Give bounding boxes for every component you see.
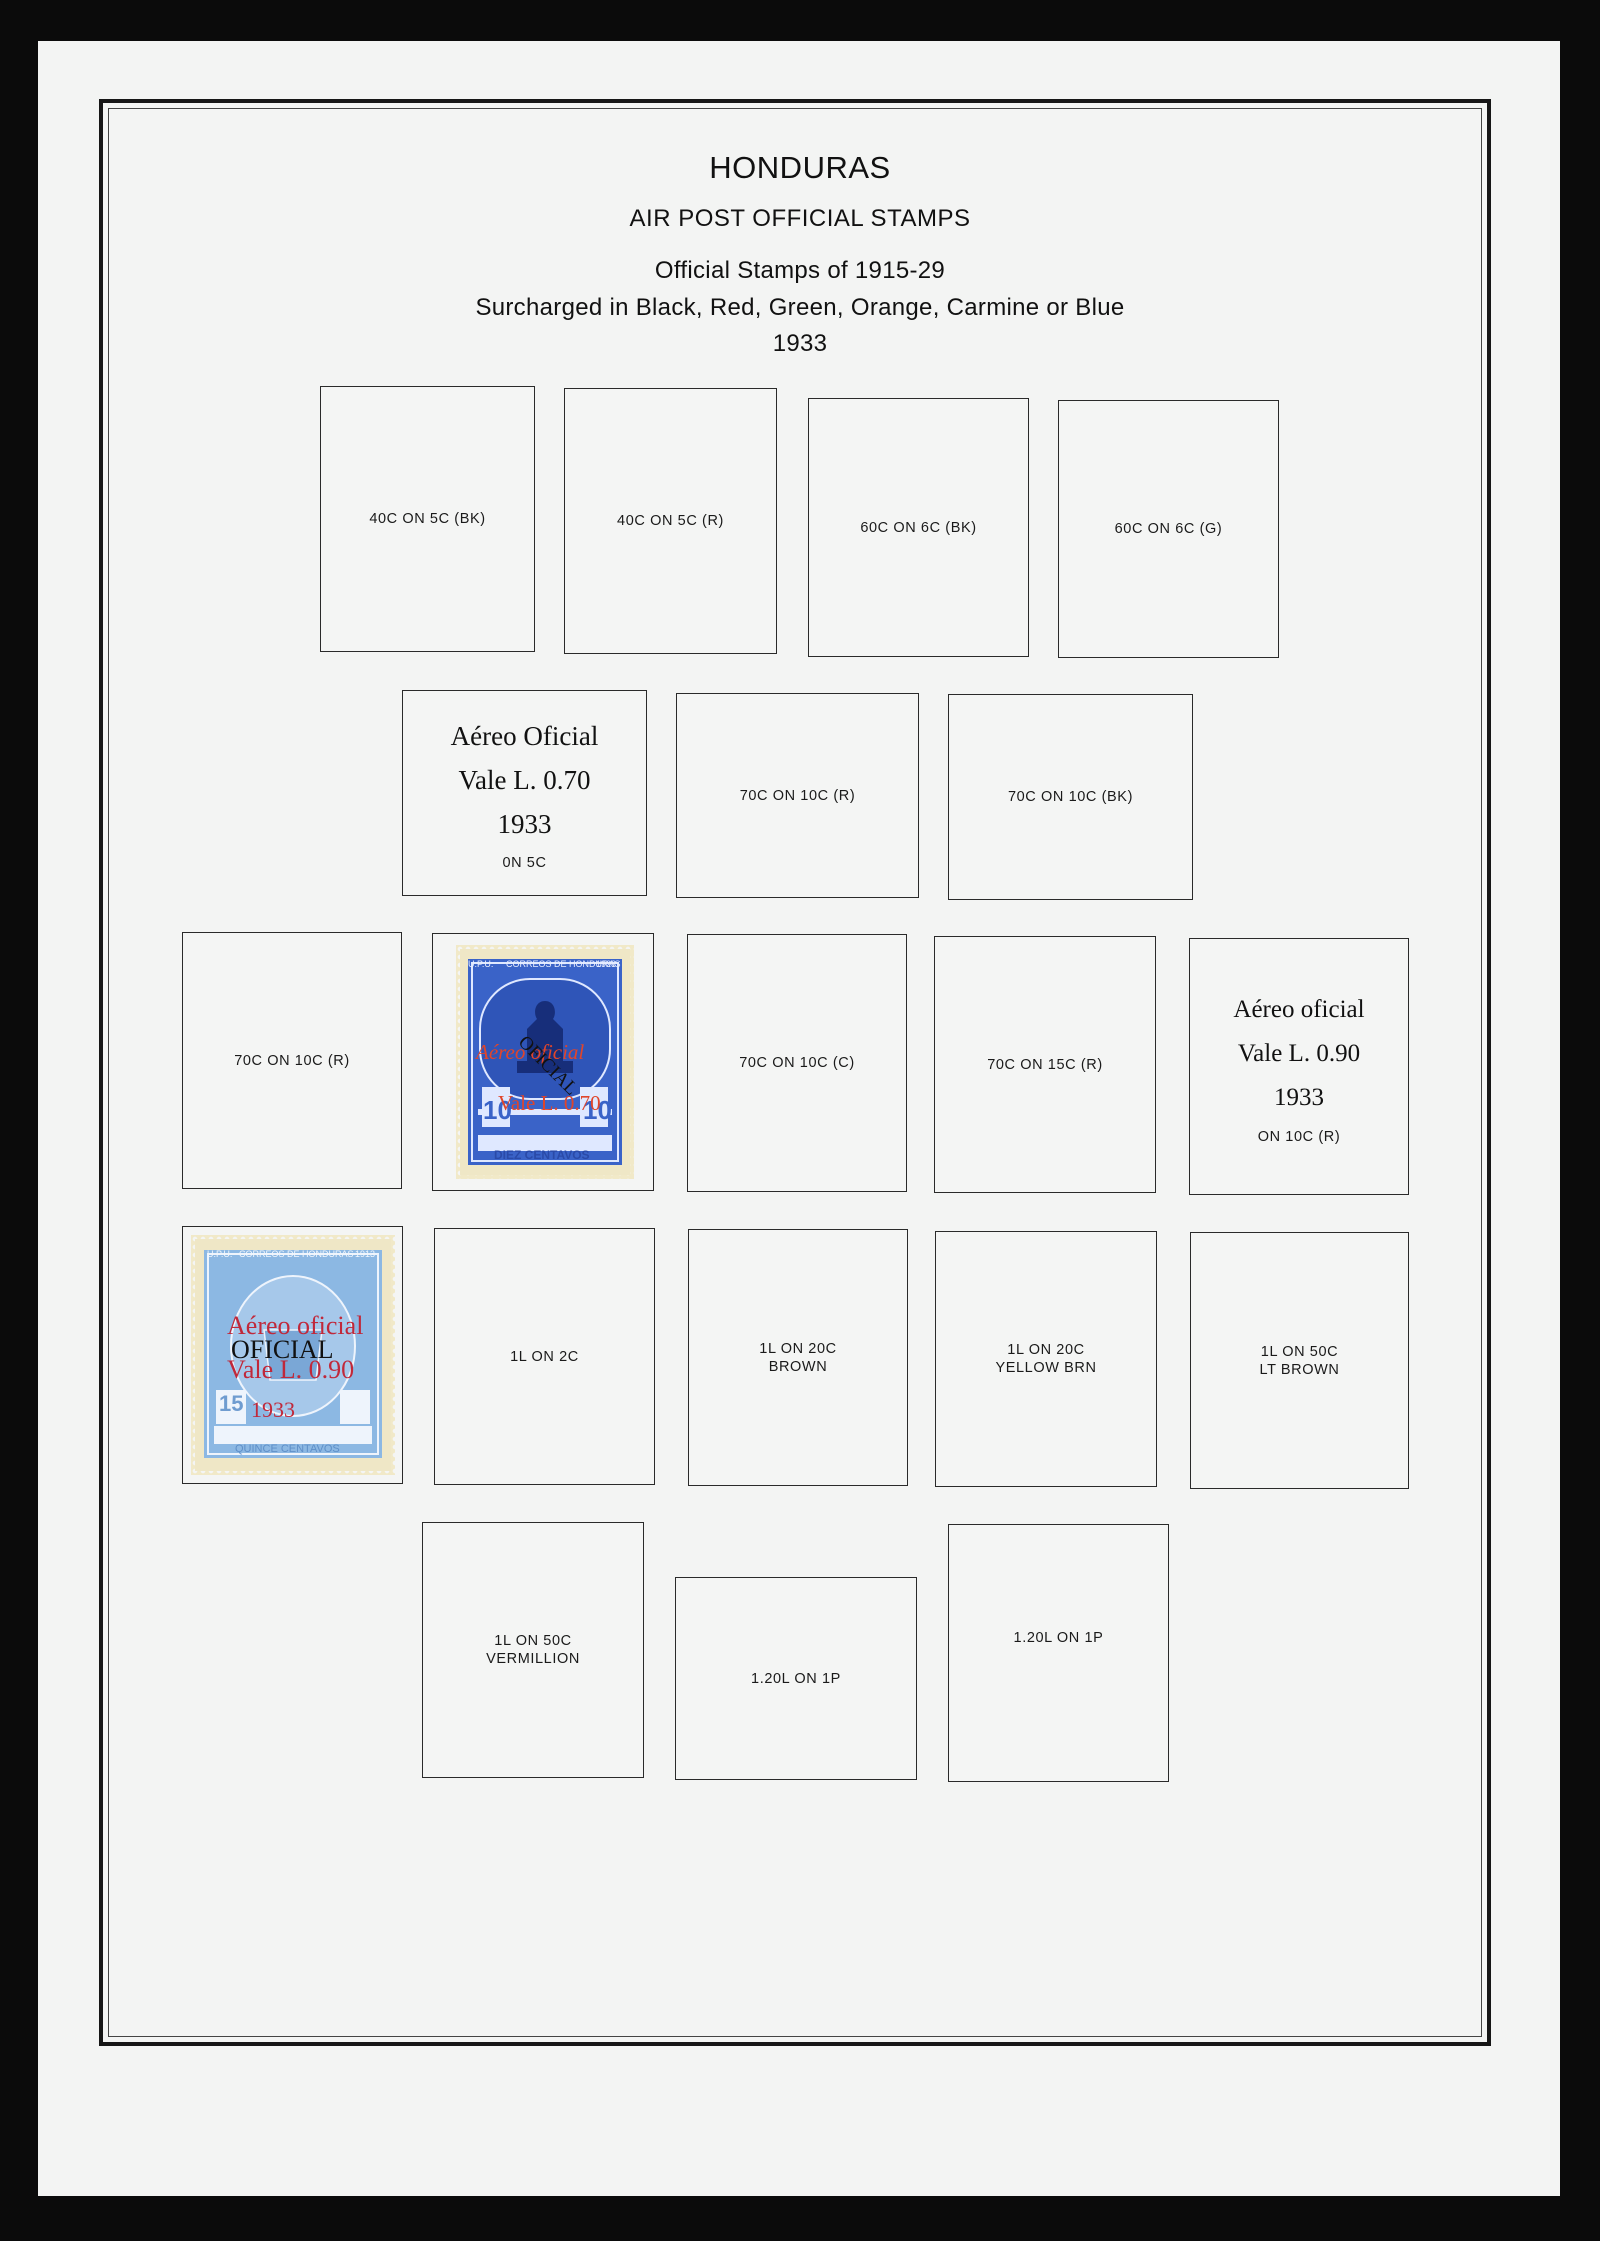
stamp-space[interactable]: 70C ON 15C (R) [934,936,1156,1193]
stamp-official-overprint: OFICIAL [231,1335,334,1364]
stamp-surcharge-line: 1933 [251,1397,295,1422]
overprint-line: Aéreo oficial [1233,995,1365,1023]
stamp-space[interactable]: 70C ON 10C (BK) [948,694,1193,900]
overprint-line: 1933 [1274,1083,1324,1111]
stamp-value-left: 15 [219,1391,244,1416]
stamp-surcharge-line: Vale L. 0.90 [227,1355,355,1384]
stamp-space-label: 60C ON 6C (BK) [860,519,977,536]
issue-subtitle: Official Stamps of 1915-29 [654,257,946,284]
stamp-space[interactable]: 60C ON 6C (G) [1058,400,1279,658]
stamp-15c-light-blue[interactable]: U.P.U. CORREOS DE HONDURAS 1913 15 QUINC… [191,1235,395,1475]
stamp-space-label: 70C ON 10C (R) [739,787,856,804]
page-border-inner [108,108,1482,2037]
overprint-line: Vale L. 0.90 [1237,1039,1361,1067]
stamp-space[interactable]: 70C ON 10C (R) [182,932,402,1189]
stamp-space-overprint[interactable]: Aéreo Oficial Vale L. 0.70 1933 0N 5C [402,690,647,896]
stamp-10c-blue[interactable]: U.P.U. CORREOS DE HONDURAS 1923 10 10 DI… [456,945,634,1179]
section-title: AIR POST OFFICIAL STAMPS [629,205,971,232]
stamp-surcharge-line: Vale L. 0.70 [498,1091,601,1115]
stamp-country-text: CORREOS DE HONDURAS [239,1249,354,1259]
stamp-upu-text: U.P.U. [468,959,494,969]
stamp-space-label: 1L ON 2C [510,1348,579,1365]
stamp-space-label: 70C ON 10C (BK) [1007,789,1134,805]
issue-year: 1933 [772,330,828,357]
overprint-line: 1933 [497,809,552,839]
stamp-surcharge-line: Aéreo oficial [476,1040,585,1064]
overprint-line: Aéreo Oficial [450,721,599,751]
stamp-space[interactable]: 40C ON 5C (R) [564,388,777,654]
stamp-space-mounted[interactable]: U.P.U. CORREOS DE HONDURAS 1923 10 10 DI… [432,933,654,1191]
stamp-design [204,1250,382,1458]
country-title: HONDURAS [709,150,891,185]
stamp-space-label: 1L ON 50C VERMILLION [486,1633,580,1667]
stamp-year-text: 1913 [355,1249,376,1259]
stamp-country-text: CORREOS DE HONDURAS [506,959,621,969]
stamp-space[interactable]: 1L ON 50C LT BROWN [1190,1232,1409,1489]
stamp-space-label: 70C ON 15C (R) [987,1056,1103,1073]
stamp-space-label: 40C ON 5C (R) [617,513,724,529]
stamp-space-label: 1L ON 20C YELLOW BRN [995,1342,1097,1376]
stamp-space[interactable]: 1L ON 50C VERMILLION [422,1522,644,1778]
overprint-line: Vale L. 0.70 [458,765,591,795]
stamp-space-label: 60C ON 6C (G) [1114,521,1223,537]
stamp-surcharge-line: Aéreo oficial [227,1311,364,1340]
stamp-space-label: 1.20L ON 1P [1013,1630,1104,1646]
page-border-outer [99,99,1491,2046]
stamp-space[interactable]: 70C ON 10C (R) [676,693,919,898]
stamp-space[interactable]: 1L ON 20C YELLOW BRN [935,1231,1157,1487]
stamp-space[interactable]: 1.20L ON 1P [948,1524,1169,1782]
stamp-space-label: ON 10C (R) [1257,1128,1341,1145]
stamp-space-label: 40C ON 5C (BK) [369,511,486,527]
stamp-space-label: 1.20L ON 1P [751,1670,841,1687]
stamp-space[interactable]: 60C ON 6C (BK) [808,398,1029,657]
stamp-space[interactable]: 1L ON 2C [434,1228,655,1485]
stamp-space[interactable]: 1.20L ON 1P [675,1577,917,1780]
stamp-denomination-text: QUINCE CENTAVOS [235,1443,340,1455]
stamp-design [468,959,622,1165]
stamp-year-text: 1923 [596,959,617,969]
stamp-space-mounted[interactable]: U.P.U. CORREOS DE HONDURAS 1913 15 QUINC… [182,1226,403,1484]
stamp-space[interactable]: 40C ON 5C (BK) [320,386,535,652]
stamp-space-label: 70C ON 10C (C) [739,1055,855,1071]
stamp-space-label: 0N 5C [502,855,547,871]
stamp-value-right: 10 [583,1095,612,1125]
stamp-space-label: 70C ON 10C (R) [234,1052,350,1069]
surcharge-subtitle: Surcharged in Black, Red, Green, Orange,… [475,294,1125,321]
stamp-space[interactable]: 70C ON 10C (C) [687,934,907,1192]
stamp-upu-text: U.P.U. [207,1249,233,1259]
stamp-denomination-text: DIEZ CENTAVOS [494,1148,590,1162]
stamp-space-label: 1L ON 50C LT BROWN [1259,1343,1340,1378]
stamp-space-overprint[interactable]: Aéreo oficial Vale L. 0.90 1933 ON 10C (… [1189,938,1409,1195]
stamp-value-left: 10 [483,1095,512,1125]
stamp-space[interactable]: 1L ON 20C BROWN [688,1229,908,1486]
stamp-space-label: 1L ON 20C BROWN [759,1340,837,1375]
